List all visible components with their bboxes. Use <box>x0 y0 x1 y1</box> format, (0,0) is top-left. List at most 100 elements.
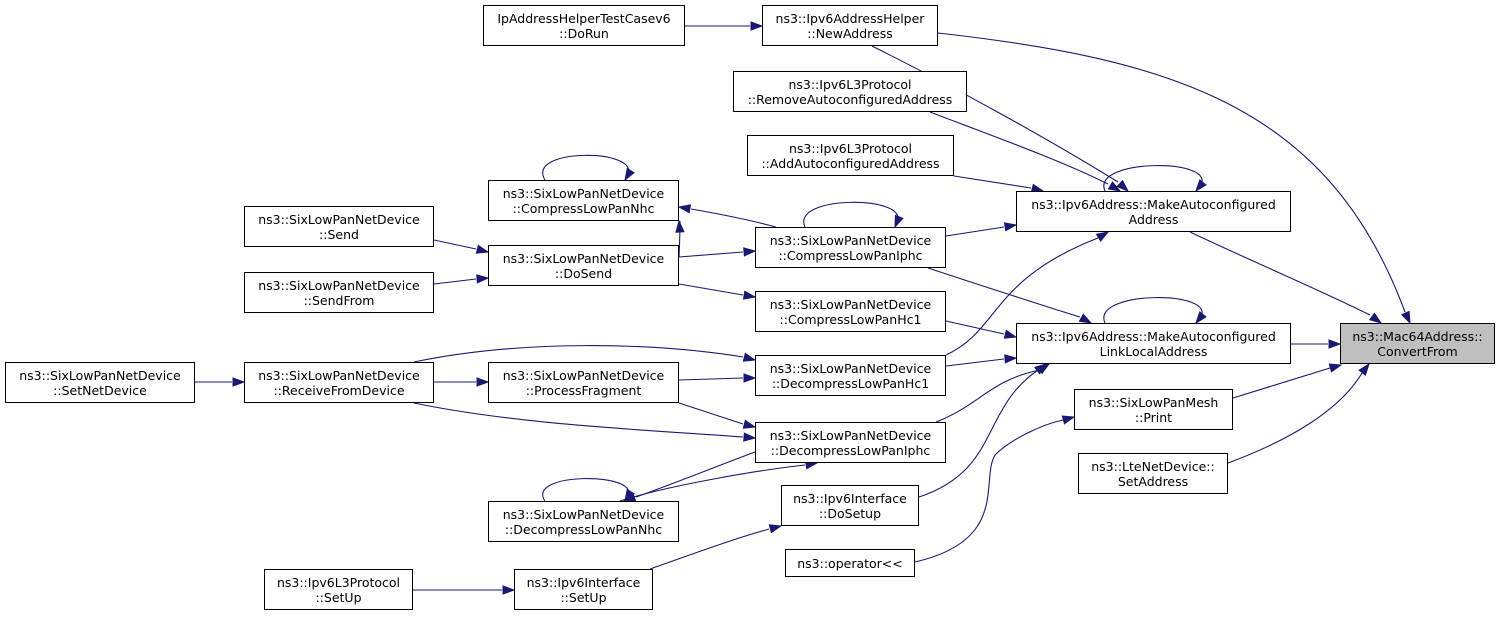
node-label-line1: ns3::SixLowPanNetDevice <box>502 506 665 522</box>
node-meshprint[interactable]: ns3::SixLowPanMesh::Print <box>1074 389 1233 430</box>
node-label-line1: ns3::Ipv6Interface <box>793 490 907 506</box>
node-label-line2: ConvertFrom <box>1377 343 1458 359</box>
node-label-line2: ::DecompressLowPanNhc <box>504 521 663 537</box>
node-ifacesetup[interactable]: ns3::Ipv6Interface::SetUp <box>514 569 653 610</box>
edge-line <box>953 175 1032 189</box>
node-label-line1: ns3::SixLowPanNetDevice <box>502 250 665 266</box>
edge-arrowhead <box>1368 312 1383 324</box>
node-label-line2: ::Print <box>1134 409 1173 425</box>
edge-line <box>678 377 744 381</box>
edge-arrowhead <box>1003 329 1018 339</box>
edge-decompresshc1-to-makelinklocal <box>945 354 1018 367</box>
edge-meshprint-to-convertfrom <box>1232 363 1343 399</box>
edge-makelinklocal-to-makelinklocal <box>1103 297 1207 325</box>
edge-dosend-to-compresshc1 <box>678 283 757 300</box>
node-decompresshc1[interactable]: ns3::SixLowPanNetDevice::DecompressLowPa… <box>755 355 946 396</box>
edge-arrowhead <box>1400 310 1411 325</box>
edge-arrowhead <box>743 247 757 257</box>
edge-arrowhead <box>768 524 783 534</box>
node-sendfrom[interactable]: ns3::SixLowPanNetDevice::SendFrom <box>244 272 434 313</box>
node-operatorout[interactable]: ns3::operator<< <box>785 549 915 577</box>
node-label-line1: ns3::Ipv6Address::MakeAutoconfigured <box>1031 328 1276 344</box>
edge-compresshc1-to-makelinklocal <box>945 320 1018 339</box>
node-receivefromdevice[interactable]: ns3::SixLowPanNetDevice::ReceiveFromDevi… <box>244 362 434 403</box>
node-ltesetaddr[interactable]: ns3::LteNetDevice::SetAddress <box>1078 453 1228 494</box>
node-send[interactable]: ns3::SixLowPanNetDevice::Send <box>244 206 434 247</box>
node-label-line1: ns3::SixLowPanNetDevice <box>258 211 420 227</box>
node-decompressiphc[interactable]: ns3::SixLowPanNetDevice::DecompressLowPa… <box>755 422 946 463</box>
edge-line <box>945 237 1099 356</box>
node-label-line1: IpAddressHelperTestCasev6 <box>497 10 671 26</box>
edge-arrowhead <box>1033 363 1048 375</box>
node-addauto[interactable]: ns3::Ipv6L3Protocol::AddAutoconfiguredAd… <box>747 135 954 176</box>
edge-line <box>935 369 1041 423</box>
edge-arrowhead <box>1195 179 1207 193</box>
edge-arrowhead <box>1004 354 1018 364</box>
edge-line <box>937 32 1406 313</box>
node-label-line2: ::AddAutoconfiguredAddress <box>761 155 940 171</box>
node-decompressnhc[interactable]: ns3::SixLowPanNetDevice::DecompressLowPa… <box>488 501 679 542</box>
edge-decompresshc1-to-makeauto <box>945 231 1110 356</box>
node-label-line1: ns3::Ipv6L3Protocol <box>788 76 912 92</box>
edge-send-to-dosend <box>433 239 490 254</box>
node-label-line2: ::ProcessFragment <box>525 382 642 398</box>
edge-receivefromdevice-to-processfragment <box>434 377 490 387</box>
edge-arrowhead <box>677 204 692 214</box>
edge-line <box>678 402 744 425</box>
node-label-line2: ::CompressLowPanHc1 <box>779 311 922 327</box>
node-label-line2: Address <box>1128 211 1179 227</box>
node-label-line2: ::DoSetup <box>818 505 882 521</box>
edge-line <box>1232 367 1331 399</box>
edge-arrowhead <box>1095 231 1110 242</box>
edge-arrowhead <box>750 21 764 31</box>
edge-ifacesetup-to-ifacedosetup <box>649 524 783 570</box>
node-newaddress[interactable]: ns3::Ipv6AddressHelper::NewAddress <box>762 5 938 46</box>
edge-line <box>678 251 744 258</box>
edge-arrowhead <box>1107 181 1122 192</box>
node-l3setup[interactable]: ns3::Ipv6L3Protocol::SetUp <box>264 569 413 610</box>
edge-l3setup-to-ifacesetup <box>413 585 516 595</box>
node-label-line2: ::DecompressLowPanHc1 <box>771 375 930 391</box>
edge-arrowhead <box>743 432 757 442</box>
edge-line <box>619 464 806 502</box>
node-label-line2: ::SetUp <box>315 589 362 605</box>
node-processfragment[interactable]: ns3::SixLowPanNetDevice::ProcessFragment <box>488 362 679 403</box>
node-removeauto[interactable]: ns3::Ipv6L3Protocol::RemoveAutoconfigure… <box>733 71 967 112</box>
edge-line <box>1227 372 1363 464</box>
edge-makeauto-to-convertfrom <box>1189 231 1383 324</box>
node-label-line1: ns3::SixLowPanNetDevice <box>769 296 932 312</box>
node-label-line1: ns3::LteNetDevice:: <box>1091 458 1215 474</box>
node-ifacedosetup[interactable]: ns3::Ipv6Interface::DoSetup <box>781 485 919 526</box>
node-label-line1: ns3::Ipv6L3Protocol <box>276 574 401 590</box>
node-compressnhc[interactable]: ns3::SixLowPanNetDevice::CompressLowPanN… <box>488 180 679 221</box>
edge-compressnhc-to-compressnhc <box>542 154 635 182</box>
node-dosend[interactable]: ns3::SixLowPanNetDevice::DoSend <box>488 245 679 286</box>
node-setnetdevice[interactable]: ns3::SixLowPanNetDevice::SetNetDevice <box>5 362 195 403</box>
edge-setnetdevice-to-receivefromdevice <box>195 377 246 387</box>
edge-compressiphc-to-makeauto <box>945 222 1018 237</box>
edge-arrowhead <box>624 167 635 182</box>
edge-arrowhead <box>742 419 757 429</box>
edge-line <box>413 345 744 363</box>
node-label-line2: ::Send <box>319 226 359 242</box>
edge-compressiphc-to-compressiphc <box>803 201 904 229</box>
node-convertfrom[interactable]: ns3::Mac64Address::ConvertFrom <box>1340 323 1495 364</box>
edge-compressiphc-to-makelinklocal <box>927 267 1093 324</box>
node-label-line1: ns3::SixLowPanNetDevice <box>769 427 932 443</box>
node-label-line1: ns3::Ipv6L3Protocol <box>788 140 913 156</box>
edge-arrowhead <box>1116 179 1130 192</box>
node-compresshc1[interactable]: ns3::SixLowPanNetDevice::CompressLowPanH… <box>755 291 946 332</box>
edge-line <box>542 478 630 502</box>
edge-line <box>649 528 770 570</box>
edge-arrowhead <box>1328 339 1342 349</box>
edge-arrowhead <box>1003 222 1018 232</box>
edge-arrowhead <box>743 373 757 383</box>
node-compressiphc[interactable]: ns3::SixLowPanNetDevice::CompressLowPanI… <box>755 227 946 268</box>
node-dorun[interactable]: IpAddressHelperTestCasev6::DoRun <box>483 5 685 46</box>
edge-dorun-to-newaddress <box>685 21 764 31</box>
edge-receivefromdevice-to-decompresshc1 <box>413 345 757 363</box>
